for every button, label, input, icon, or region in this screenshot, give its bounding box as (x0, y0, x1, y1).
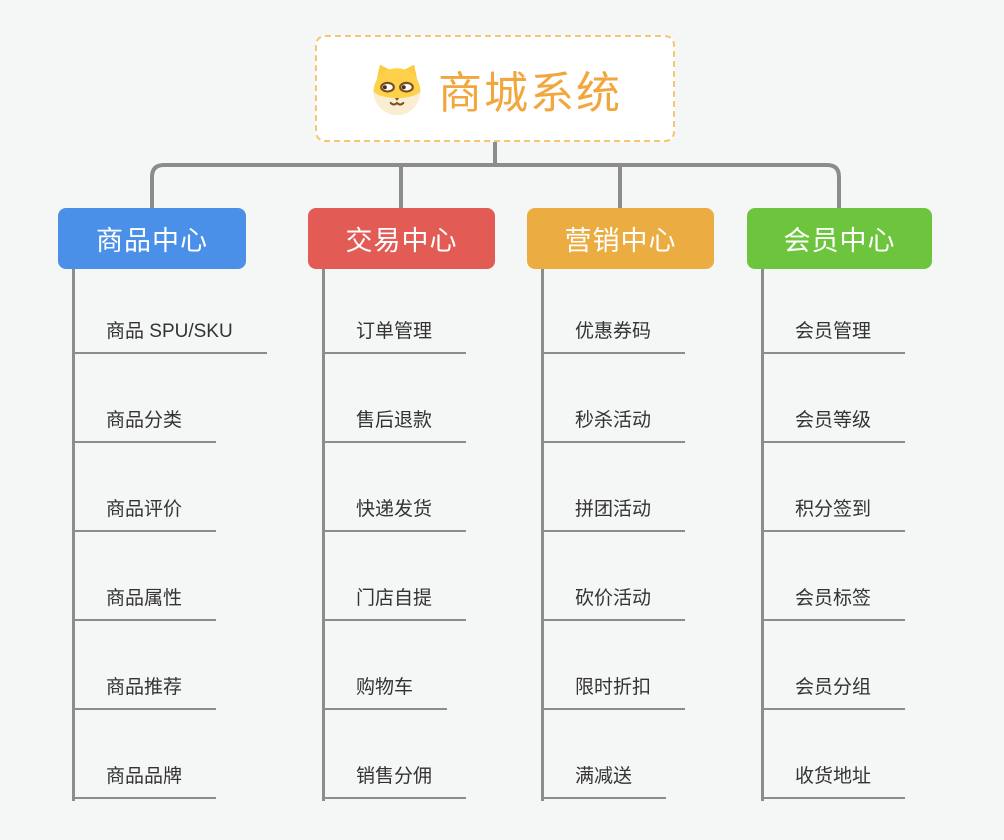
branch-trunk-line (761, 269, 764, 801)
leaf-node[interactable]: 订单管理 (322, 318, 467, 354)
branch-header-marketing-center[interactable]: 营销中心 (527, 208, 714, 269)
leaf-node[interactable]: 商品 SPU/SKU (72, 318, 267, 354)
leaf-node[interactable]: 满减送 (541, 763, 667, 799)
shiba-dog-icon (368, 62, 426, 116)
leaf-node[interactable]: 售后退款 (322, 407, 467, 443)
branch-trunk-line (322, 269, 325, 801)
leaf-node[interactable]: 商品分类 (72, 407, 217, 443)
leaf-node[interactable]: 商品评价 (72, 496, 217, 532)
leaf-node[interactable]: 快递发货 (322, 496, 467, 532)
leaf-node[interactable]: 商品品牌 (72, 763, 217, 799)
leaf-node[interactable]: 商品推荐 (72, 674, 217, 710)
leaf-node[interactable]: 会员分组 (761, 674, 906, 710)
leaf-node[interactable]: 优惠券码 (541, 318, 686, 354)
leaf-node[interactable]: 拼团活动 (541, 496, 686, 532)
leaf-node[interactable]: 商品属性 (72, 585, 217, 621)
root-node[interactable]: 商城系统 (315, 35, 675, 142)
branch-header-member-center[interactable]: 会员中心 (747, 208, 932, 269)
branch-header-product-center[interactable]: 商品中心 (58, 208, 246, 269)
leaf-node[interactable]: 会员管理 (761, 318, 906, 354)
leaf-node[interactable]: 会员等级 (761, 407, 906, 443)
leaf-node[interactable]: 秒杀活动 (541, 407, 686, 443)
leaf-node[interactable]: 限时折扣 (541, 674, 686, 710)
branch-label: 商品中心 (96, 226, 208, 256)
leaf-node[interactable]: 砍价活动 (541, 585, 686, 621)
branch-label: 会员中心 (783, 226, 896, 256)
branch-trunk-line (541, 269, 544, 801)
branch-label: 营销中心 (564, 226, 677, 256)
leaf-node[interactable]: 销售分佣 (322, 763, 467, 799)
branch-label: 交易中心 (345, 226, 458, 256)
leaf-node[interactable]: 门店自提 (322, 585, 467, 621)
root-title: 商城系统 (438, 68, 622, 118)
leaf-node[interactable]: 购物车 (322, 674, 448, 710)
leaf-node[interactable]: 积分签到 (761, 496, 906, 532)
branch-trunk-line (72, 269, 75, 801)
branch-header-trade-center[interactable]: 交易中心 (308, 208, 495, 269)
leaf-node[interactable]: 会员标签 (761, 585, 906, 621)
leaf-node[interactable]: 收货地址 (761, 763, 906, 799)
